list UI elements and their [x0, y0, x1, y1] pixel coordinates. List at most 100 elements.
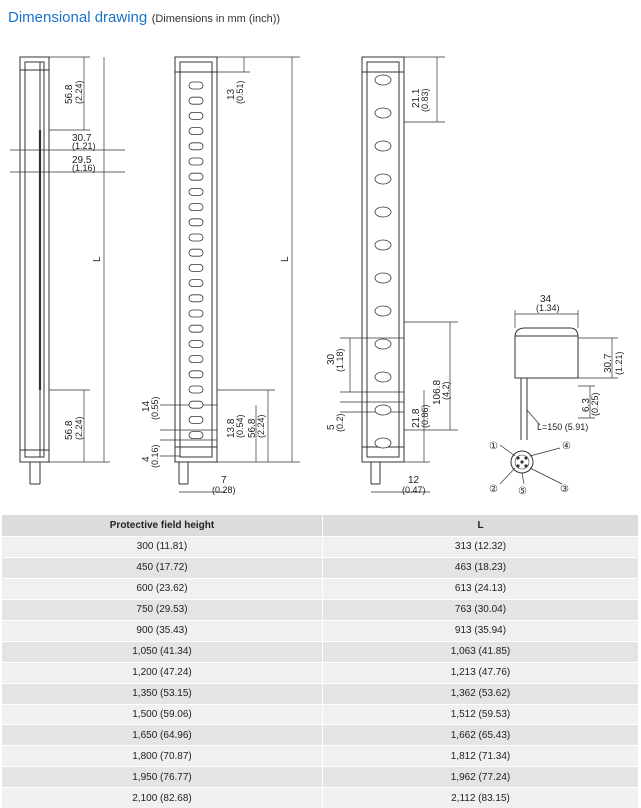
table-row: 2,100 (82.68)2,112 (83.15) — [2, 788, 639, 808]
pin-4-label: ④ — [562, 441, 571, 452]
v4-cable-label: L=150 (5.91) — [537, 422, 588, 432]
led-window — [189, 356, 203, 363]
field-height-cell: 1,950 (76.77) — [2, 767, 323, 788]
optic-lens — [375, 207, 391, 217]
led-window — [189, 432, 203, 439]
pin-1-label: ① — [489, 441, 498, 452]
optic-lens — [375, 108, 391, 118]
v1-length-label: L — [92, 256, 103, 262]
v4-dim-307-in: (1.21) — [614, 351, 624, 375]
led-window — [189, 249, 203, 256]
pin-2-label: ② — [489, 484, 498, 495]
field-height-cell: 300 (11.81) — [2, 537, 323, 558]
table-row: 1,950 (76.77)1,962 (77.24) — [2, 767, 639, 788]
optics-view — [340, 57, 458, 492]
column-header-length: L — [323, 515, 639, 537]
table-row: 600 (23.62)613 (24.13) — [2, 578, 639, 599]
v2-dim-138-in: (0.54) — [235, 414, 245, 438]
length-cell: 913 (35.94) — [323, 620, 639, 641]
length-cell: 1,213 (47.76) — [323, 662, 639, 683]
length-cell: 1,662 (65.43) — [323, 725, 639, 746]
led-window — [189, 416, 203, 423]
v2-dim-14-in: (0.55) — [150, 396, 160, 420]
table-row: 750 (29.53)763 (30.04) — [2, 599, 639, 620]
v3-dim-30-in: (1.18) — [335, 348, 345, 372]
pin-3-label: ③ — [560, 484, 569, 495]
led-window — [189, 128, 203, 135]
length-cell: 1,512 (59.53) — [323, 704, 639, 725]
v2-dim-7-in: (0.28) — [212, 485, 236, 495]
optic-lens — [375, 339, 391, 349]
field-height-cell: 1,800 (70.87) — [2, 746, 323, 767]
led-window — [189, 264, 203, 271]
length-cell: 2,112 (83.15) — [323, 788, 639, 808]
led-window — [189, 280, 203, 287]
v4-dim-34-in: (1.34) — [536, 303, 560, 313]
table-header-row: Protective field height L — [2, 515, 639, 537]
optic-lens — [375, 306, 391, 316]
table-body: 300 (11.81)313 (12.32)450 (17.72)463 (18… — [2, 537, 639, 808]
v3-dim-218-in: (0.86) — [420, 404, 430, 428]
table-row: 1,800 (70.87)1,812 (71.34) — [2, 746, 639, 767]
table-row: 1,050 (41.34)1,063 (41.85) — [2, 641, 639, 662]
led-window — [189, 401, 203, 408]
length-cell: 763 (30.04) — [323, 599, 639, 620]
length-cell: 463 (18.23) — [323, 557, 639, 578]
led-window — [189, 143, 203, 150]
section-title: Dimensional drawing (Dimensions in mm (i… — [8, 9, 280, 27]
led-window — [189, 188, 203, 195]
optic-lens — [375, 438, 391, 448]
v2-length-label: L — [280, 256, 291, 262]
optic-lens — [375, 141, 391, 151]
led-window — [189, 97, 203, 104]
v2-dim-13-in: (0.51) — [235, 80, 245, 104]
v1-dim-a-in: (1.21) — [72, 141, 96, 151]
field-height-cell: 900 (35.43) — [2, 620, 323, 641]
table-row: 1,200 (47.24)1,213 (47.76) — [2, 662, 639, 683]
field-height-cell: 1,050 (41.34) — [2, 641, 323, 662]
length-cell: 313 (12.32) — [323, 537, 639, 558]
table-row: 1,350 (53.15)1,362 (53.62) — [2, 683, 639, 704]
length-cell: 1,812 (71.34) — [323, 746, 639, 767]
pin-5-label: ⑤ — [518, 486, 527, 497]
table-row: 900 (35.43)913 (35.94) — [2, 620, 639, 641]
dimensional-drawing: 56.8 (2.24) 30.7 (1.21) 29.5 (1.16) L 56… — [0, 28, 641, 508]
v3-dim-211-in: (0.83) — [420, 88, 430, 112]
optic-lens — [375, 75, 391, 85]
v1-dim-bottom-in: (2.24) — [74, 416, 84, 440]
optic-lens — [375, 240, 391, 250]
led-window — [189, 371, 203, 378]
v3-dim-5-in: (0.2) — [335, 413, 345, 432]
side-view — [10, 57, 125, 484]
led-window — [189, 310, 203, 317]
led-window — [189, 173, 203, 180]
led-column — [189, 82, 203, 439]
table-row: 1,650 (64.96)1,662 (65.43) — [2, 725, 639, 746]
optic-lens — [375, 405, 391, 415]
drawing-subtitle: (Dimensions in mm (inch)) — [152, 13, 280, 25]
v3-dim-1068-in: (4.2) — [441, 381, 451, 400]
field-height-cell: 450 (17.72) — [2, 557, 323, 578]
led-window — [189, 325, 203, 332]
v4-dim-307-mm: 30.7 — [603, 353, 614, 373]
connector-pins — [516, 456, 527, 467]
led-window — [189, 340, 203, 347]
led-window — [189, 158, 203, 165]
optic-lens — [375, 372, 391, 382]
optic-lens — [375, 174, 391, 184]
field-height-cell: 1,350 (53.15) — [2, 683, 323, 704]
column-header-field-height: Protective field height — [2, 515, 323, 537]
v1-dim-b-in: (1.16) — [72, 163, 96, 173]
field-height-cell: 1,650 (64.96) — [2, 725, 323, 746]
length-cell: 1,063 (41.85) — [323, 641, 639, 662]
optic-lens — [375, 273, 391, 283]
dimensions-table: Protective field height L 300 (11.81)313… — [2, 515, 639, 808]
field-height-cell: 1,200 (47.24) — [2, 662, 323, 683]
v4-dim-63-in: (0.25) — [590, 392, 600, 416]
v3-dim-12-in: (0.47) — [402, 485, 426, 495]
led-window — [189, 82, 203, 89]
led-window — [189, 204, 203, 211]
drawing-title: Dimensional drawing — [8, 9, 147, 26]
led-window — [189, 219, 203, 226]
table-row: 1,500 (59.06)1,512 (59.53) — [2, 704, 639, 725]
